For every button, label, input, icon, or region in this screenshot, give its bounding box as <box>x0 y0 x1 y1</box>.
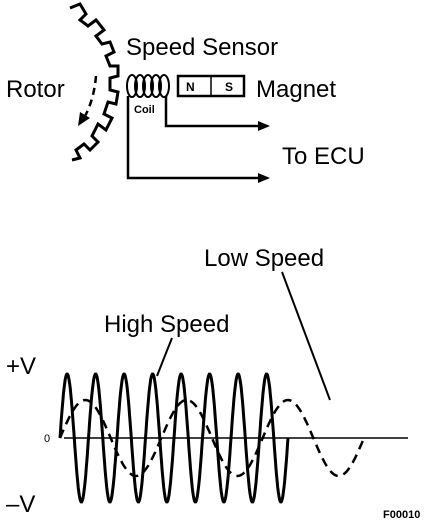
high-speed-leader <box>156 337 173 377</box>
magnet-n-label: N <box>186 80 195 94</box>
rotor-rotation-arrow <box>82 75 98 119</box>
rotor-rotation-arrowhead <box>78 112 90 126</box>
low-speed-waveform <box>58 398 366 478</box>
magnet-label: Magnet <box>256 76 336 103</box>
to-ecu-label: To ECU <box>282 143 365 170</box>
low-speed-label: Low Speed <box>204 245 324 272</box>
coil-label: Coil <box>134 104 155 116</box>
ecu-lead-lower-arrowhead <box>258 173 270 183</box>
magnet-s-label: S <box>225 80 233 94</box>
figure-code-label: F00010 <box>383 509 420 521</box>
ecu-lead-upper-arrowhead <box>258 121 270 131</box>
ecu-lead-upper <box>164 96 262 128</box>
high-speed-label: High Speed <box>104 311 229 338</box>
speed-sensor-label: Speed Sensor <box>126 34 278 61</box>
rotor-label: Rotor <box>6 76 65 103</box>
rotor-teeth <box>69 2 120 162</box>
ecu-lead-lower <box>126 96 262 180</box>
zero-label: 0 <box>44 433 50 445</box>
high-speed-waveform <box>58 372 290 504</box>
plus-v-label: +V <box>6 353 36 380</box>
coil-icon <box>126 74 170 98</box>
low-speed-leader <box>281 271 331 401</box>
minus-v-label: –V <box>6 491 35 518</box>
